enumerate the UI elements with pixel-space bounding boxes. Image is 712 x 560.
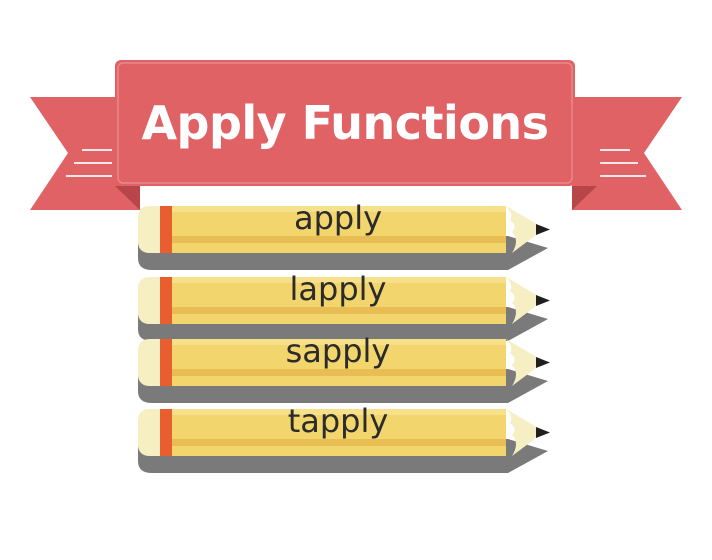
banner-title: Apply Functions bbox=[141, 96, 549, 150]
pencil-wood-tip bbox=[506, 409, 542, 456]
pencil-label: apply bbox=[293, 199, 383, 237]
pencil-eraser bbox=[138, 339, 160, 386]
ribbon-right-lines bbox=[600, 149, 646, 177]
pencil-sapply: sapply bbox=[0, 329, 712, 419]
ribbon-banner bbox=[30, 60, 682, 210]
pencil-lapply: lapply bbox=[0, 267, 712, 357]
pencil-lead bbox=[536, 295, 550, 306]
pencil-band bbox=[160, 277, 172, 324]
pencil-eraser bbox=[138, 409, 160, 456]
pencil-lead bbox=[536, 224, 550, 235]
pencil-apply: apply bbox=[0, 196, 712, 286]
pencil-label: lapply bbox=[289, 270, 387, 308]
pencil-highlight bbox=[172, 339, 506, 345]
ribbon-main bbox=[115, 60, 575, 186]
ribbon-left-fold bbox=[115, 186, 140, 210]
pencil-lead bbox=[536, 427, 550, 438]
pencil-tapply: tapply bbox=[0, 399, 712, 489]
pencil-highlight bbox=[172, 206, 506, 212]
pencil-icon bbox=[138, 409, 550, 473]
pencil-highlight bbox=[172, 409, 506, 415]
pencil-body bbox=[172, 339, 506, 386]
pencil-highlight bbox=[172, 277, 506, 283]
ribbon-right-fold bbox=[572, 186, 597, 210]
pencil-body bbox=[172, 277, 506, 324]
ribbon-left-lines bbox=[66, 149, 112, 177]
pencil-body bbox=[172, 206, 506, 253]
pencil-icon bbox=[138, 277, 550, 341]
pencil-label: sapply bbox=[285, 332, 391, 370]
pencil-eraser bbox=[138, 206, 160, 253]
pencil-wood-tip bbox=[506, 206, 542, 253]
pencil-eraser bbox=[138, 277, 160, 324]
pencil-band bbox=[160, 339, 172, 386]
pencil-stripe bbox=[172, 439, 506, 446]
pencil-body bbox=[172, 409, 506, 456]
pencil-wood-tip bbox=[506, 339, 542, 386]
ribbon-right-tail bbox=[572, 97, 682, 210]
pencil-stripe bbox=[172, 307, 506, 314]
pencil-stripe bbox=[172, 236, 506, 243]
pencil-stripe bbox=[172, 369, 506, 376]
pencil-lead bbox=[536, 357, 550, 368]
pencil-icon bbox=[138, 339, 550, 403]
pencil-wood-tip bbox=[506, 277, 542, 324]
pencil-band bbox=[160, 409, 172, 456]
pencil-icon bbox=[138, 206, 550, 270]
ribbon-left-tail bbox=[30, 97, 140, 210]
ribbon-main-outline bbox=[117, 62, 573, 184]
pencil-label: tapply bbox=[287, 402, 389, 440]
pencil-band bbox=[160, 206, 172, 253]
